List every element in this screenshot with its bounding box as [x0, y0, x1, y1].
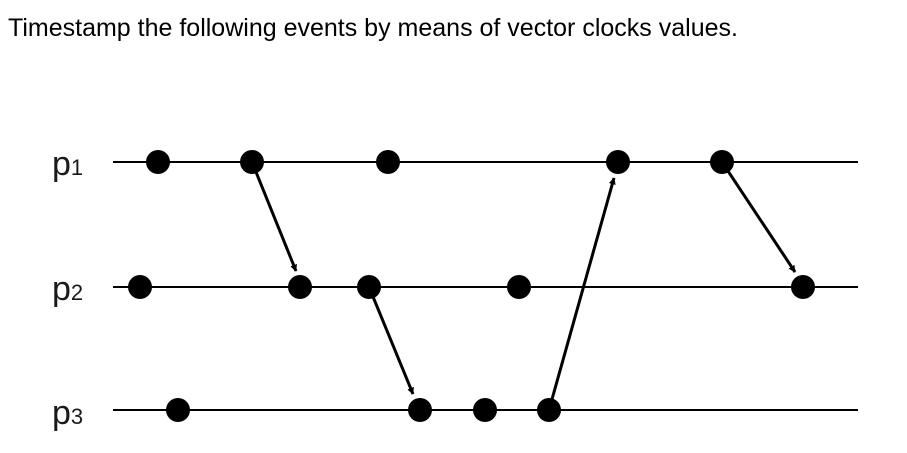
event-dot [288, 275, 312, 299]
message-arrow [367, 286, 415, 395]
event-dot [128, 275, 152, 299]
message-arrow [547, 177, 616, 411]
event-dot [507, 275, 531, 299]
process-letter: p [52, 394, 71, 432]
process-index: 1 [71, 155, 83, 180]
event-dot [146, 150, 170, 174]
process-index: 3 [71, 404, 83, 429]
event-dot [357, 275, 381, 299]
process-index: 2 [71, 280, 83, 305]
process-letter: p [52, 145, 71, 183]
event-dot [240, 150, 264, 174]
process-label-p1: p1 [52, 145, 83, 183]
event-dot [473, 398, 497, 422]
event-dot [376, 150, 400, 174]
message-arrow [250, 161, 298, 272]
event-dot [710, 150, 734, 174]
process-label-p3: p3 [52, 394, 83, 432]
event-dot [408, 398, 432, 422]
process-letter: p [52, 270, 71, 308]
process-label-p2: p2 [52, 270, 83, 308]
event-dot [166, 398, 190, 422]
event-dot [791, 275, 815, 299]
message-arrow [720, 161, 797, 273]
event-dot [537, 398, 561, 422]
instruction-text: Timestamp the following events by means … [8, 14, 738, 42]
event-dot [606, 150, 630, 174]
